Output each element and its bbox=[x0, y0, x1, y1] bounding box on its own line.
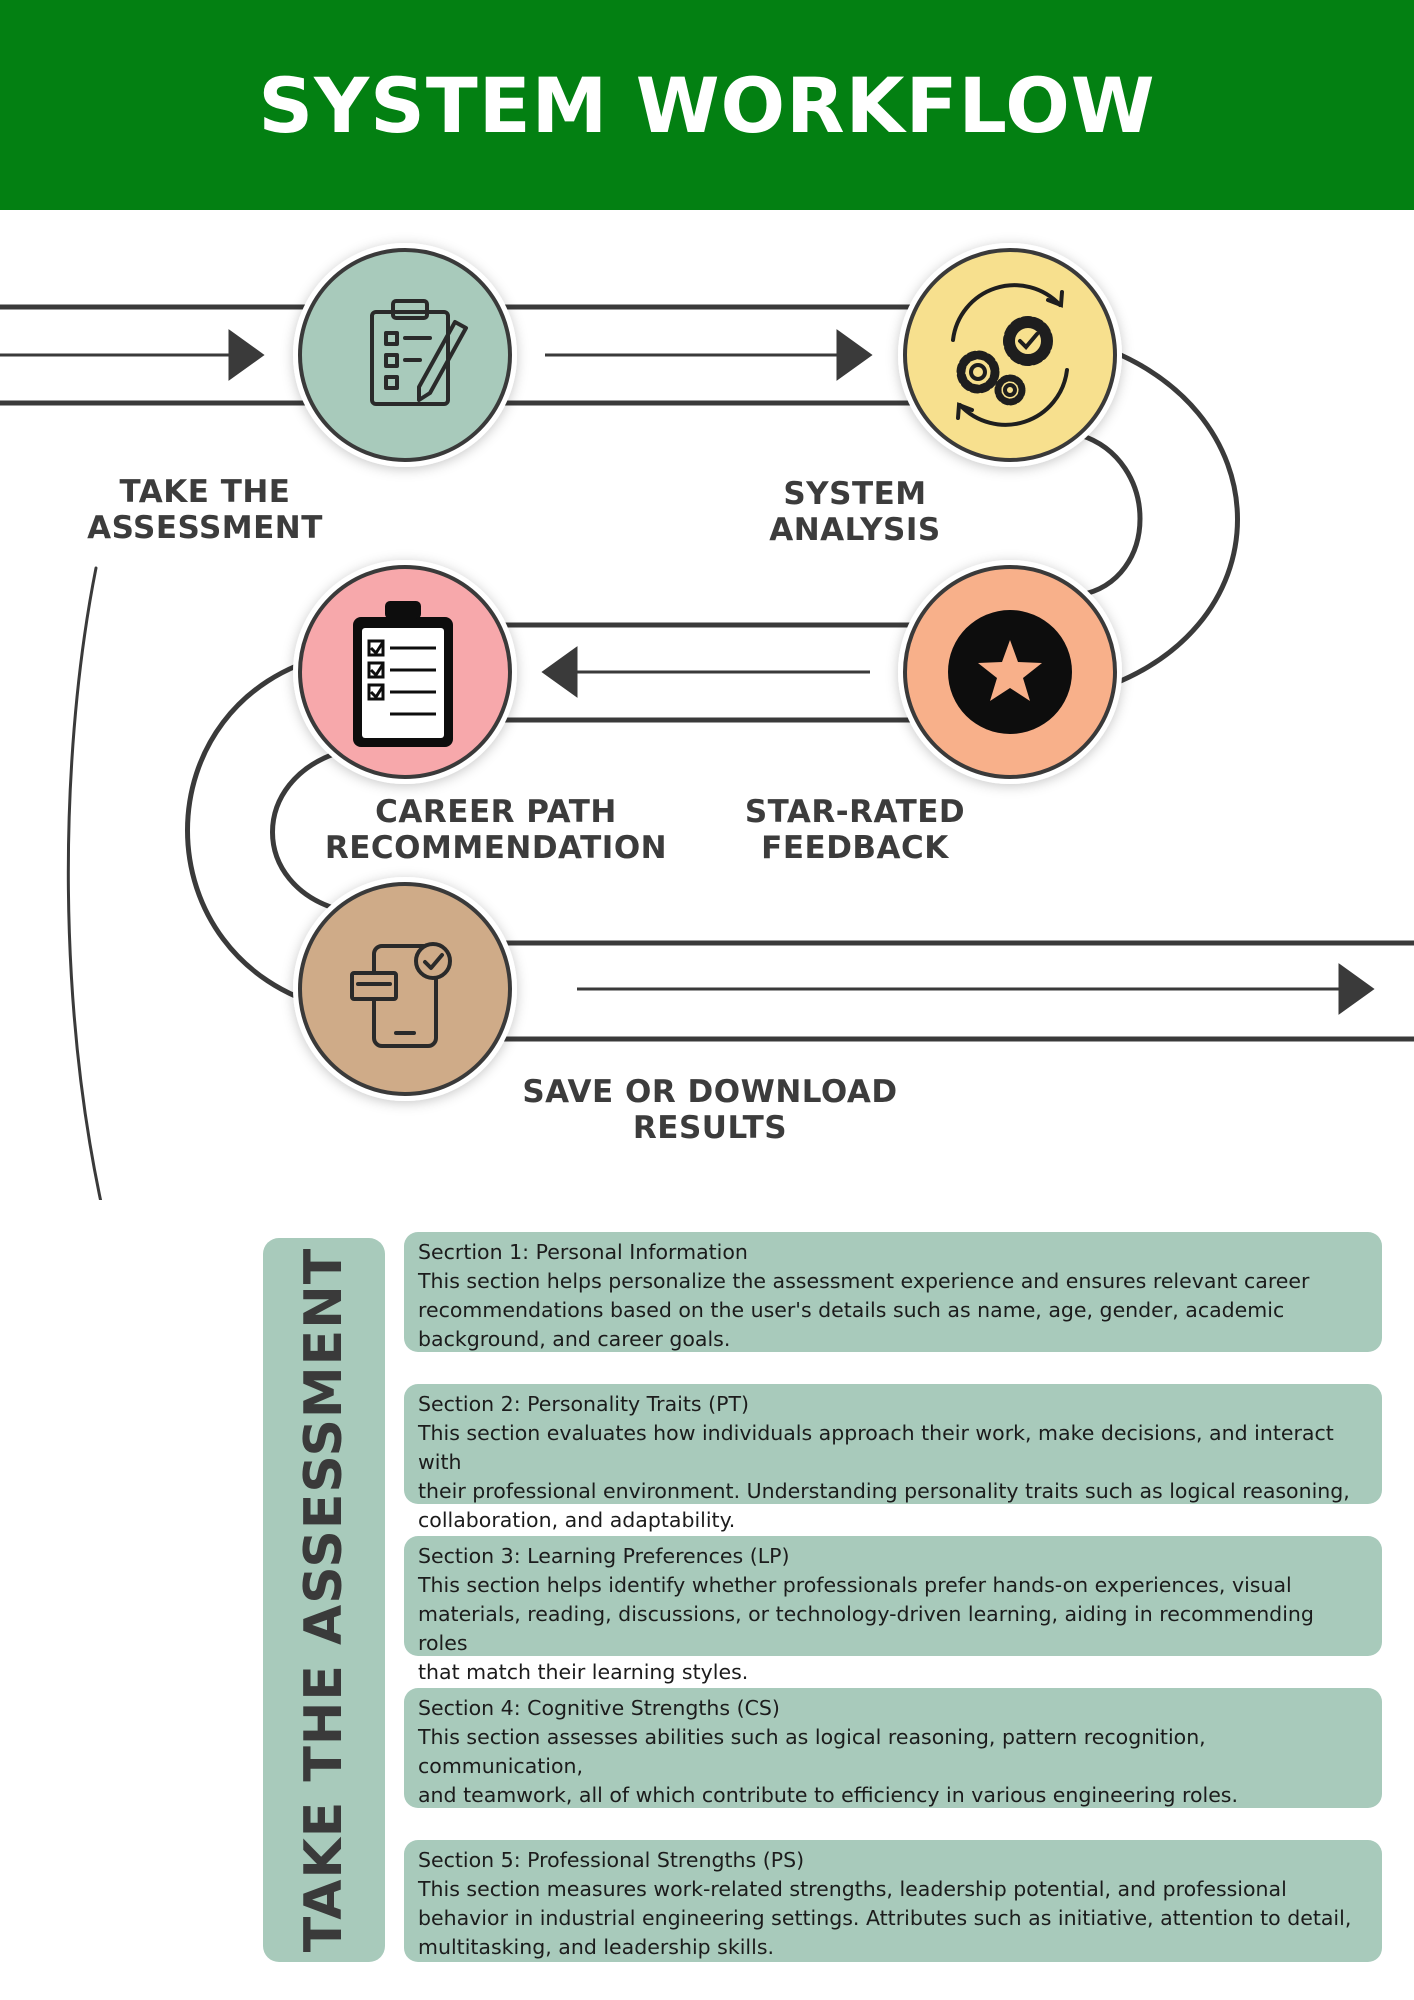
section-text-line: This section measures work-related stren… bbox=[418, 1877, 1287, 1901]
section-text-line: and teamwork, all of which contribute to… bbox=[418, 1783, 1238, 1807]
step-label-line: ANALYSIS bbox=[769, 512, 941, 548]
step-label-line: CAREER PATH bbox=[375, 794, 617, 830]
header-bar: SYSTEM WORKFLOW bbox=[0, 0, 1414, 210]
section-text-line: collaboration, and adaptability. bbox=[418, 1508, 736, 1532]
section-card-1: Secrtion 1: Personal Information This se… bbox=[404, 1232, 1382, 1352]
section-card-4: Section 4: Cognitive Strengths (CS) This… bbox=[404, 1688, 1382, 1808]
section-heading: Section 4: Cognitive Strengths (CS) bbox=[418, 1696, 780, 1720]
step-label-line: FEEDBACK bbox=[761, 830, 949, 866]
page-title: SYSTEM WORKFLOW bbox=[258, 60, 1156, 150]
step-label-save-download-results: SAVE OR DOWNLOAD RESULTS bbox=[520, 1074, 900, 1146]
section-text-line: background, and career goals. bbox=[418, 1327, 731, 1351]
step-star-rated-feedback bbox=[898, 560, 1122, 784]
section-card-5: Section 5: Professional Strengths (PS) T… bbox=[404, 1840, 1382, 1962]
step-label-take-assessment: TAKE THE ASSESSMENT bbox=[60, 474, 350, 546]
assessment-side-title: TAKE THE ASSESSMENT bbox=[294, 1247, 354, 1953]
phone-download-icon bbox=[350, 942, 452, 1048]
step-label-star-rated-feedback: STAR-RATED FEEDBACK bbox=[715, 794, 995, 866]
step-label-line: TAKE THE bbox=[119, 474, 291, 510]
step-label-career-path-recommendation: CAREER PATH RECOMMENDATION bbox=[316, 794, 676, 866]
workflow-diagram bbox=[0, 243, 1414, 1200]
section-heading: Section 3: Learning Preferences (LP) bbox=[418, 1544, 790, 1568]
section-text-line: their professional environment. Understa… bbox=[418, 1479, 1350, 1503]
section-text-line: behavior in industrial engineering setti… bbox=[418, 1906, 1352, 1930]
step-label-line: RESULTS bbox=[632, 1110, 788, 1146]
section-text-line: materials, reading, discussions, or tech… bbox=[418, 1602, 1314, 1655]
section-text-line: This section evaluates how individuals a… bbox=[418, 1421, 1334, 1474]
direction-arrows bbox=[0, 329, 1375, 1015]
step-career-path-recommendation bbox=[293, 560, 517, 784]
step-label-line: ASSESSMENT bbox=[87, 510, 323, 546]
section-text-line: multitasking, and leadership skills. bbox=[418, 1935, 775, 1959]
section-card-2: Section 2: Personality Traits (PT) This … bbox=[404, 1384, 1382, 1532]
step-label-line: SYSTEM bbox=[783, 476, 927, 512]
clipboard-pencil-icon bbox=[370, 299, 468, 406]
assessment-side-bar: TAKE THE ASSESSMENT bbox=[263, 1238, 385, 1962]
step-system-analysis bbox=[898, 243, 1122, 467]
section-heading: Section 2: Personality Traits (PT) bbox=[418, 1392, 749, 1416]
step-save-download-results bbox=[293, 877, 517, 1101]
section-text-line: This section helps personalize the asses… bbox=[418, 1269, 1310, 1293]
track-lines bbox=[0, 304, 1414, 1200]
section-text-line: recommendations based on the user's deta… bbox=[418, 1298, 1285, 1322]
gears-check-icon bbox=[951, 283, 1069, 427]
star-icon bbox=[948, 610, 1072, 734]
step-take-assessment bbox=[293, 243, 517, 467]
section-heading: Section 5: Professional Strengths (PS) bbox=[418, 1848, 805, 1872]
checklist-clipboard-icon bbox=[353, 601, 453, 747]
step-label-line: SAVE OR DOWNLOAD bbox=[522, 1074, 898, 1110]
step-label-system-analysis: SYSTEM ANALYSIS bbox=[720, 476, 990, 548]
step-label-line: STAR-RATED bbox=[744, 794, 966, 830]
section-text-line: This section assesses abilities such as … bbox=[418, 1725, 1206, 1778]
section-text-line: that match their learning styles. bbox=[418, 1660, 749, 1684]
section-heading: Secrtion 1: Personal Information bbox=[418, 1240, 748, 1264]
step-label-line: RECOMMENDATION bbox=[324, 830, 668, 866]
section-text-line: This section helps identify whether prof… bbox=[418, 1573, 1292, 1597]
section-card-3: Section 3: Learning Preferences (LP) Thi… bbox=[404, 1536, 1382, 1684]
